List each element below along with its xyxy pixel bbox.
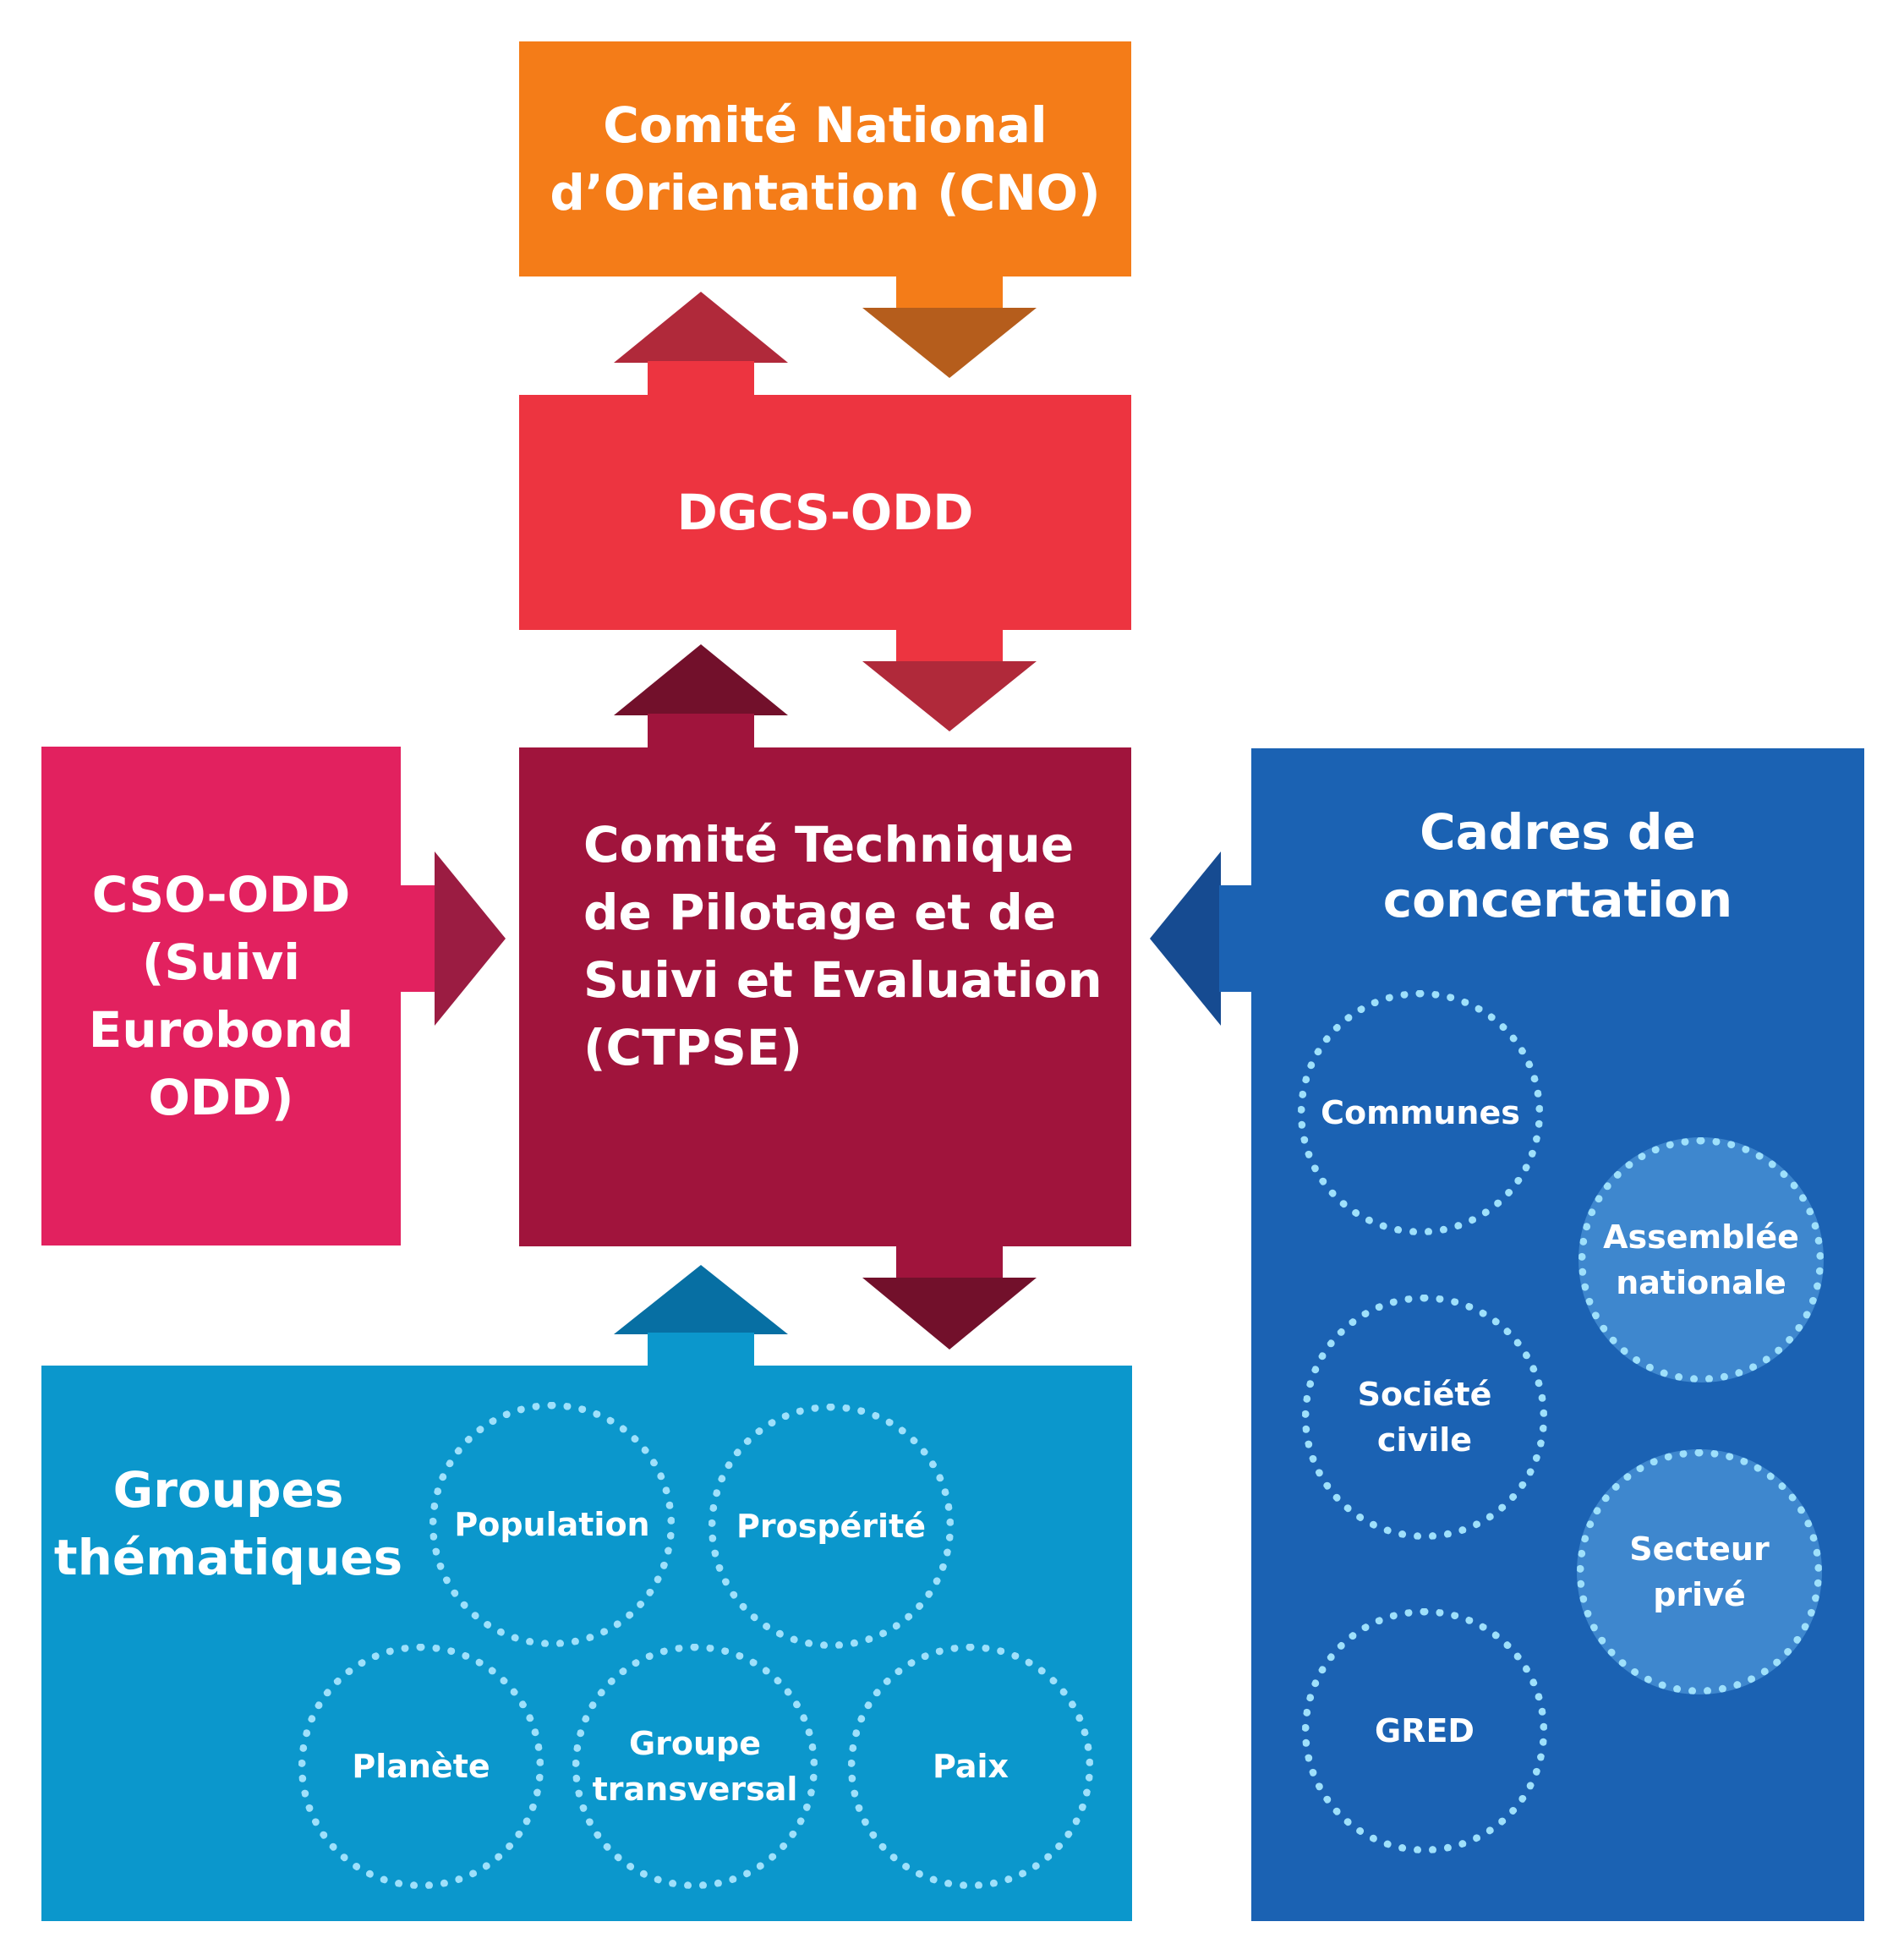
ctpse-to-groupes-arrow bbox=[862, 1246, 1037, 1350]
circle-societe-civile-label: Société civile bbox=[1357, 1376, 1492, 1459]
circle-population: Population bbox=[429, 1402, 675, 1647]
circle-population-label: Population bbox=[454, 1506, 650, 1543]
ctpse-to-dgcs-arrow bbox=[614, 644, 788, 747]
circle-prosperite-label: Prospérité bbox=[736, 1508, 926, 1545]
circle-planete: Planète bbox=[298, 1644, 544, 1889]
circle-secteur-prive-label: Secteur privé bbox=[1629, 1530, 1770, 1613]
groupes-title: Groupes thématiques bbox=[53, 1461, 403, 1586]
circle-paix: Paix bbox=[848, 1644, 1093, 1889]
circle-prosperite: Prospérité bbox=[709, 1404, 954, 1649]
circle-groupe-transversal: Groupe transversal bbox=[572, 1644, 818, 1889]
circle-communes-label: Communes bbox=[1321, 1094, 1520, 1131]
circle-societe-civile: Société civile bbox=[1302, 1295, 1547, 1540]
cadres-to-ctpse-arrow bbox=[1150, 851, 1251, 1026]
dgcs-to-ctpse-arrow bbox=[862, 630, 1037, 731]
circle-paix-label: Paix bbox=[932, 1748, 1009, 1785]
circle-groupe-transversal-label: Groupe transversal bbox=[592, 1725, 798, 1808]
cso-label: CSO-ODD (Suivi Eurobond ODD) bbox=[88, 866, 354, 1126]
circle-assemblee-nationale: Assemblée nationale bbox=[1578, 1137, 1824, 1382]
groupes-to-ctpse-arrow bbox=[614, 1265, 788, 1366]
circle-secteur-prive: Secteur privé bbox=[1577, 1449, 1822, 1694]
circle-planete-label: Planète bbox=[352, 1748, 490, 1785]
cno-box: Comité National d’Orientation (CNO) bbox=[519, 41, 1131, 276]
circle-gred-label: GRED bbox=[1375, 1712, 1475, 1749]
circle-communes: Communes bbox=[1298, 990, 1543, 1235]
ctpse-box: Comité Technique de Pilotage et de Suivi… bbox=[519, 747, 1131, 1246]
dgcs-label: DGCS-ODD bbox=[676, 484, 974, 541]
ctpse-label: Comité Technique de Pilotage et de Suivi… bbox=[583, 816, 1102, 1076]
cno-to-dgcs-arrow bbox=[862, 276, 1037, 378]
dgcs-to-cno-arrow bbox=[614, 292, 788, 395]
circle-assemblee-nationale-label: Assemblée nationale bbox=[1603, 1218, 1799, 1301]
cso-box: CSO-ODD (Suivi Eurobond ODD) bbox=[41, 747, 401, 1246]
cno-label: Comité National d’Orientation (CNO) bbox=[550, 96, 1101, 222]
circle-gred: GRED bbox=[1302, 1608, 1547, 1853]
cadres-title: Cadres de concertation bbox=[1382, 803, 1733, 928]
cso-to-ctpse-arrow bbox=[401, 851, 506, 1026]
dgcs-box: DGCS-ODD bbox=[519, 395, 1131, 630]
